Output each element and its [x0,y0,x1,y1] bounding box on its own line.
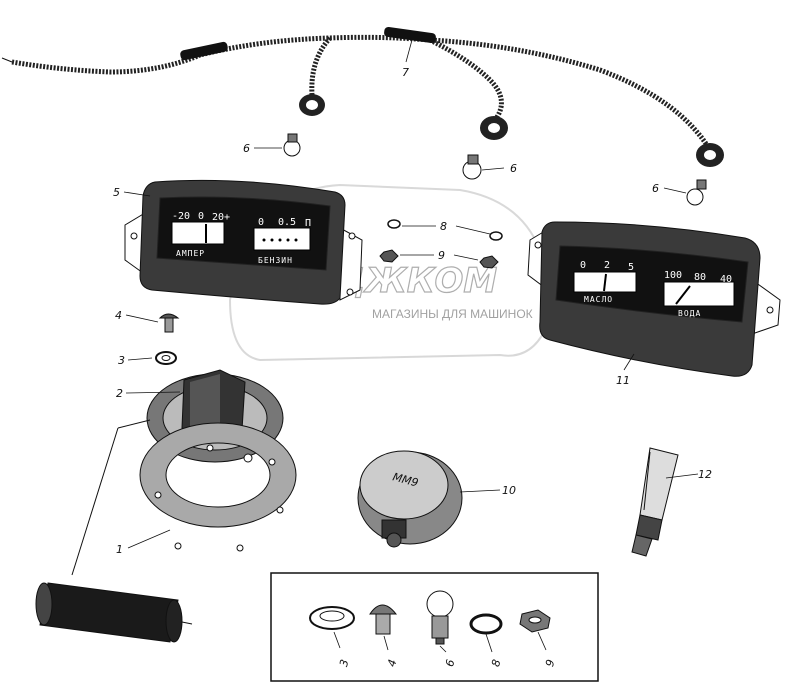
ammeter-fuel-gauge: -20 0 20+ 0 0.5 П АМПЕР БЕНЗИН [124,179,363,305]
amp-scale-zero: 0 [198,211,204,222]
sensor-marking: ММ9 [391,470,419,489]
callout-9: 9 [438,249,445,262]
callout-6: 6 [510,162,517,175]
lamp-socket [480,116,508,140]
box-flat-washer [309,606,355,630]
box-callout-3: 3 [337,658,351,668]
flat-washer [155,351,177,365]
callout-2: 2 [116,387,123,400]
box-bulb [426,590,454,645]
amp-label: АМПЕР [176,249,205,258]
box-callout-4: 4 [385,658,399,668]
bulb [686,179,707,206]
nut [379,249,399,263]
callout-4: 4 [115,309,122,322]
oil-label: МАСЛО [584,295,613,304]
amp-scale-min: -20 [172,211,190,222]
oil-pressure-sensor: ММ9 [357,450,463,548]
temperature-sensor [631,447,679,557]
callout-6: 6 [652,182,659,195]
lock-washer [489,231,503,241]
callout-1: 1 [116,543,123,556]
watermark-tagline: МАГАЗИНЫ ДЛЯ МАШИНОК [372,307,533,321]
water-scale-low: 40 [720,274,732,285]
wiring-harness [1,26,713,152]
box-nut [519,609,551,633]
lamp-socket [299,94,325,116]
oil-water-gauge: 0 2 5 100 80 40 МАСЛО ВОДА [527,221,781,377]
fuel-scale-empty: 0 [258,217,264,228]
callout-3: 3 [118,354,125,367]
fuel-scale-full: П [305,218,311,229]
box-lock-washer [469,613,503,635]
water-scale-high: 100 [664,270,682,281]
box-callout-9: 9 [543,658,557,668]
water-label: ВОДА [678,309,701,318]
bulb [283,133,301,157]
harness-sleeve [180,41,228,61]
oil-scale-min: 0 [580,260,586,271]
gasket [139,422,297,552]
harness-sleeve [384,26,436,44]
callout-11: 11 [616,374,630,387]
lock-washer [387,219,401,229]
float [35,582,193,643]
callout-5: 5 [113,186,120,199]
callout-8: 8 [440,220,447,233]
oil-scale-max: 5 [628,262,634,273]
oil-scale-mid: 2 [604,260,610,271]
box-callout-8: 8 [489,658,503,668]
callout-12: 12 [698,468,712,481]
water-scale-mid: 80 [694,272,706,283]
box-screw [369,604,398,635]
bulb [462,154,482,180]
fuel-scale-half: 0.5 [278,217,296,228]
nut [479,255,499,269]
fuel-label: БЕНЗИН [258,256,293,265]
callout-6: 6 [243,142,250,155]
leader-lines [123,39,699,549]
callout-10: 10 [502,484,516,497]
amp-scale-max: 20+ [212,212,230,223]
callout-7: 7 [402,66,409,79]
lamp-socket [696,143,724,167]
screw [158,313,180,333]
box-callout-6: 6 [443,658,457,668]
spare-parts-box: 3 4 6 8 9 [270,572,599,682]
